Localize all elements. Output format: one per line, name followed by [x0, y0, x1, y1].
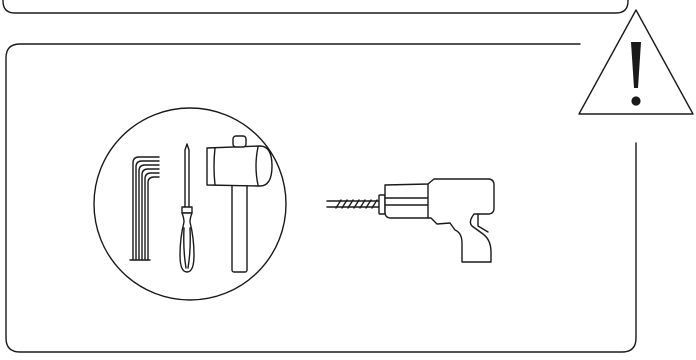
hand-tools-circle [93, 107, 287, 301]
warning-icon [578, 9, 694, 115]
mallet-icon [206, 135, 273, 273]
main-panel-frame [5, 43, 637, 353]
power-drill-icon [326, 178, 495, 263]
top-panel-frame [2, 0, 629, 14]
hex-keys-icon [129, 156, 160, 261]
screwdriver-icon [179, 143, 195, 273]
